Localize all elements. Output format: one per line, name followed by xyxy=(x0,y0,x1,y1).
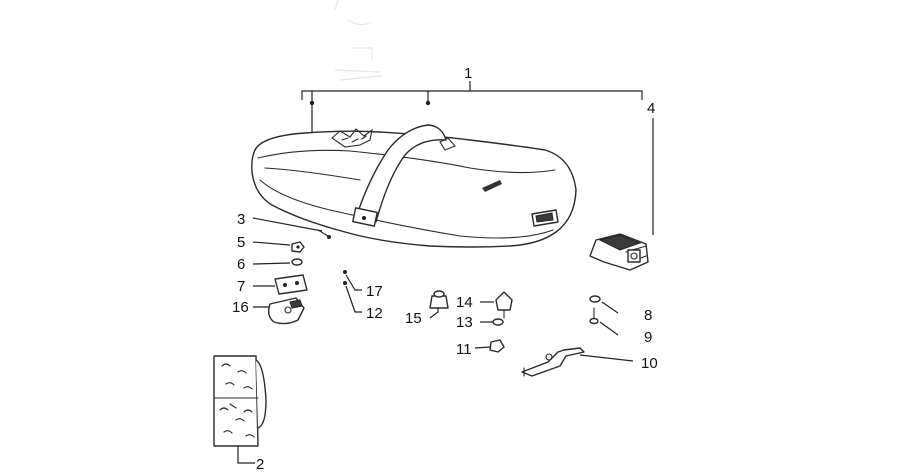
screw-part-17 xyxy=(343,270,362,291)
callout-label-12: 12 xyxy=(366,305,383,322)
screw-part-12 xyxy=(343,281,362,313)
seat-assembly xyxy=(251,124,577,248)
callout-label-11: 11 xyxy=(456,341,472,358)
washer-part-8 xyxy=(589,295,619,314)
callout-label-9: 9 xyxy=(644,329,652,346)
bolt-part-9 xyxy=(589,307,619,336)
pin-part-14 xyxy=(480,291,513,319)
scan-artifacts xyxy=(334,0,383,81)
clip-part-13 xyxy=(480,318,504,326)
screw-part-3 xyxy=(252,217,331,239)
washer-part-6 xyxy=(252,258,303,266)
callout-label-2: 2 xyxy=(256,456,264,472)
callout-label-16: 16 xyxy=(232,299,249,316)
callout-label-4: 4 xyxy=(647,100,655,117)
seat-lock-part-4 xyxy=(589,118,654,271)
seat-cover-part-2 xyxy=(213,355,267,464)
callout-label-6: 6 xyxy=(237,256,245,273)
callout-label-7: 7 xyxy=(237,278,245,295)
callout-label-1: 1 xyxy=(464,65,472,82)
hinge-part-16 xyxy=(253,297,305,325)
callout-label-8: 8 xyxy=(644,307,652,324)
callout-label-10: 10 xyxy=(641,355,658,372)
nut-part-5 xyxy=(252,241,305,253)
bracket-part-10 xyxy=(521,347,634,377)
callout-1-bracket xyxy=(301,81,643,138)
buffer-part-15 xyxy=(429,290,449,319)
callout-label-17: 17 xyxy=(366,283,383,300)
plate-part-7 xyxy=(253,274,308,295)
callout-label-3: 3 xyxy=(237,211,245,228)
callout-label-15: 15 xyxy=(405,310,422,327)
callout-label-5: 5 xyxy=(237,234,245,251)
callout-label-13: 13 xyxy=(456,314,473,331)
nut-part-11 xyxy=(474,339,505,353)
callout-label-14: 14 xyxy=(456,294,473,311)
